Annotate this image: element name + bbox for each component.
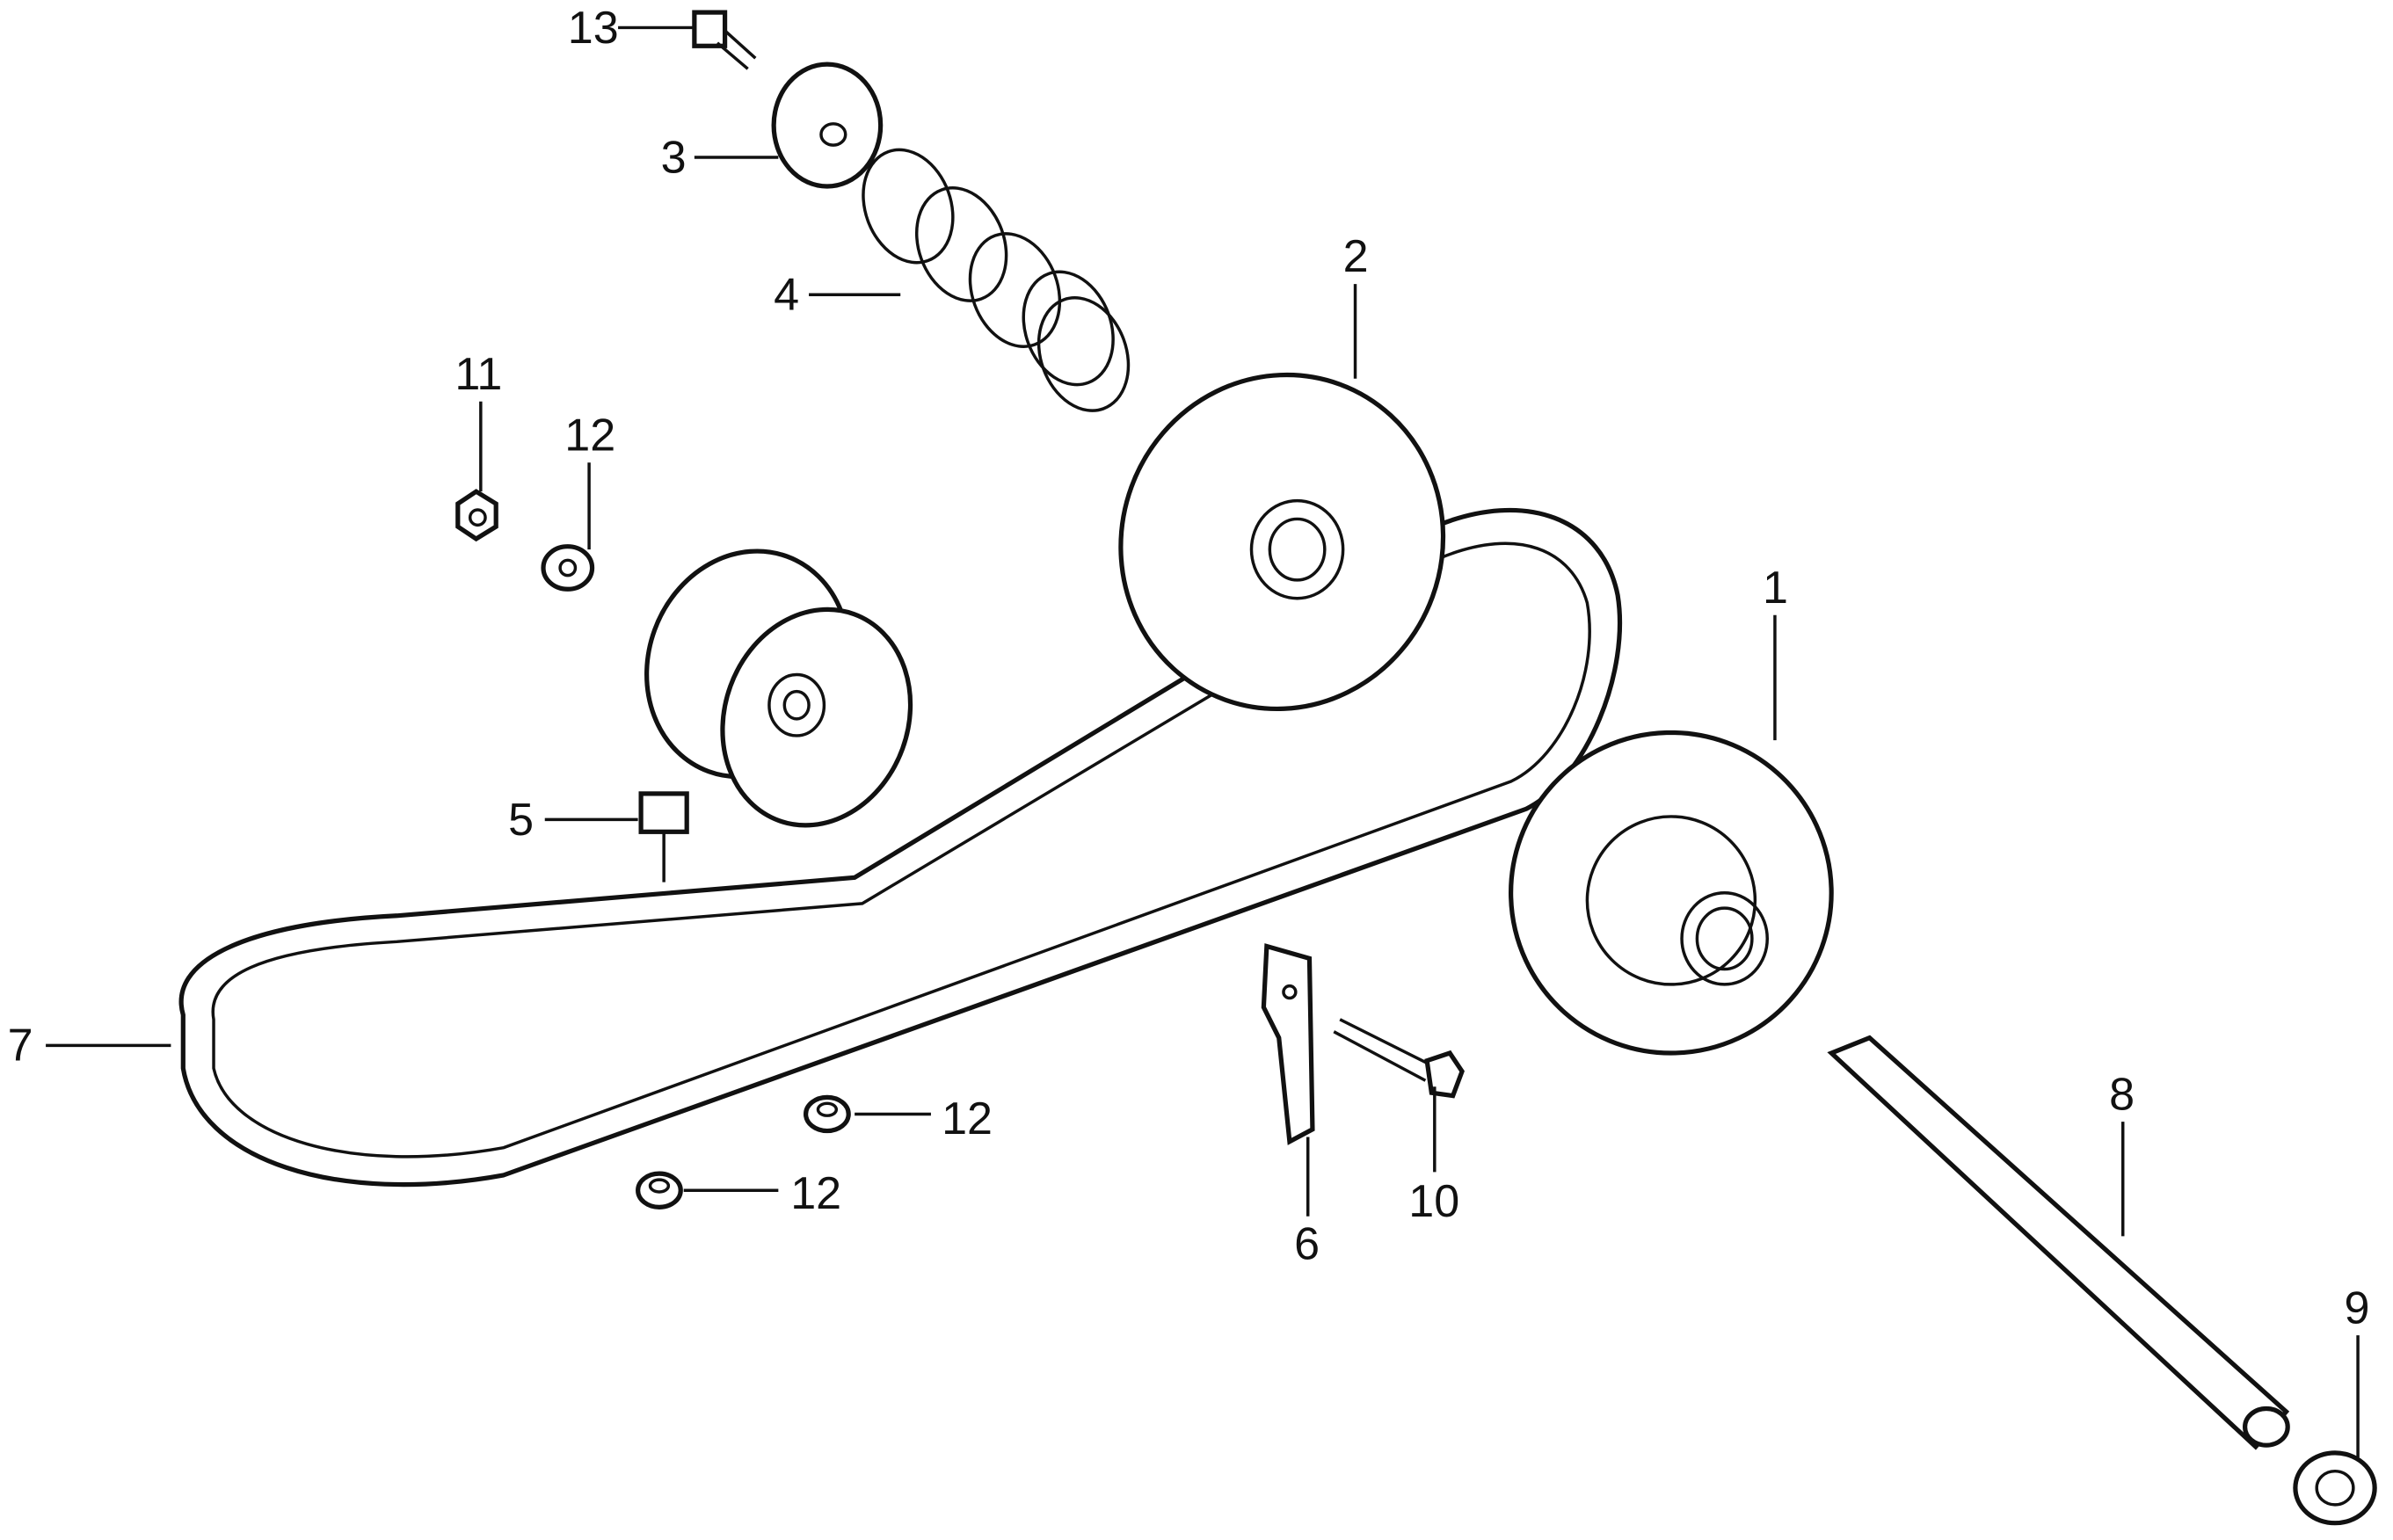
driven-pulley-face [1118,372,1446,712]
callout-1: 1 [1763,563,1788,741]
svg-text:11: 11 [455,349,502,400]
svg-text:1: 1 [1763,563,1788,614]
svg-text:8: 8 [2109,1069,2135,1120]
spring-seat [771,62,884,189]
bolt-13 [692,10,757,70]
collar-12-top [541,544,595,592]
svg-text:10: 10 [1408,1176,1459,1227]
callout-8: 8 [2109,1069,2135,1237]
bolt-10 [1333,1018,1465,1099]
svg-text:3: 3 [661,132,687,183]
callout-10: 10 [1408,1086,1459,1227]
idler-pulley [638,548,913,883]
callout-13: 13 [568,3,695,54]
callout-11: 11 [455,349,502,492]
nut-11 [455,489,498,542]
drive-shaft [1827,1035,2290,1450]
svg-text:6: 6 [1294,1218,1320,1269]
callout-4: 4 [774,270,901,321]
svg-text:4: 4 [774,270,799,321]
collar-12-low [636,1171,683,1209]
svg-text:9: 9 [2344,1282,2369,1333]
svg-text:13: 13 [568,3,619,54]
svg-text:12: 12 [942,1093,993,1144]
callout-12-mid: 12 [855,1093,993,1144]
drive-pulley [1509,730,1834,1056]
callout-9: 9 [2344,1282,2369,1458]
callout-6: 6 [1294,1137,1320,1269]
bracket [1261,943,1315,1145]
callout-12-low: 12 [683,1168,841,1219]
callout-2: 2 [1343,231,1369,379]
svg-text:12: 12 [564,410,615,461]
callout-7: 7 [8,1021,171,1071]
callout-3: 3 [661,132,779,183]
callout-5: 5 [508,795,638,846]
collar-12-mid [803,1094,851,1134]
svg-text:12: 12 [790,1168,841,1219]
callout-12-top: 12 [564,410,615,550]
spring [862,148,1131,412]
svg-text:5: 5 [508,795,534,846]
svg-text:2: 2 [1343,231,1369,282]
washer [2293,1450,2377,1526]
svg-text:7: 7 [8,1021,33,1071]
